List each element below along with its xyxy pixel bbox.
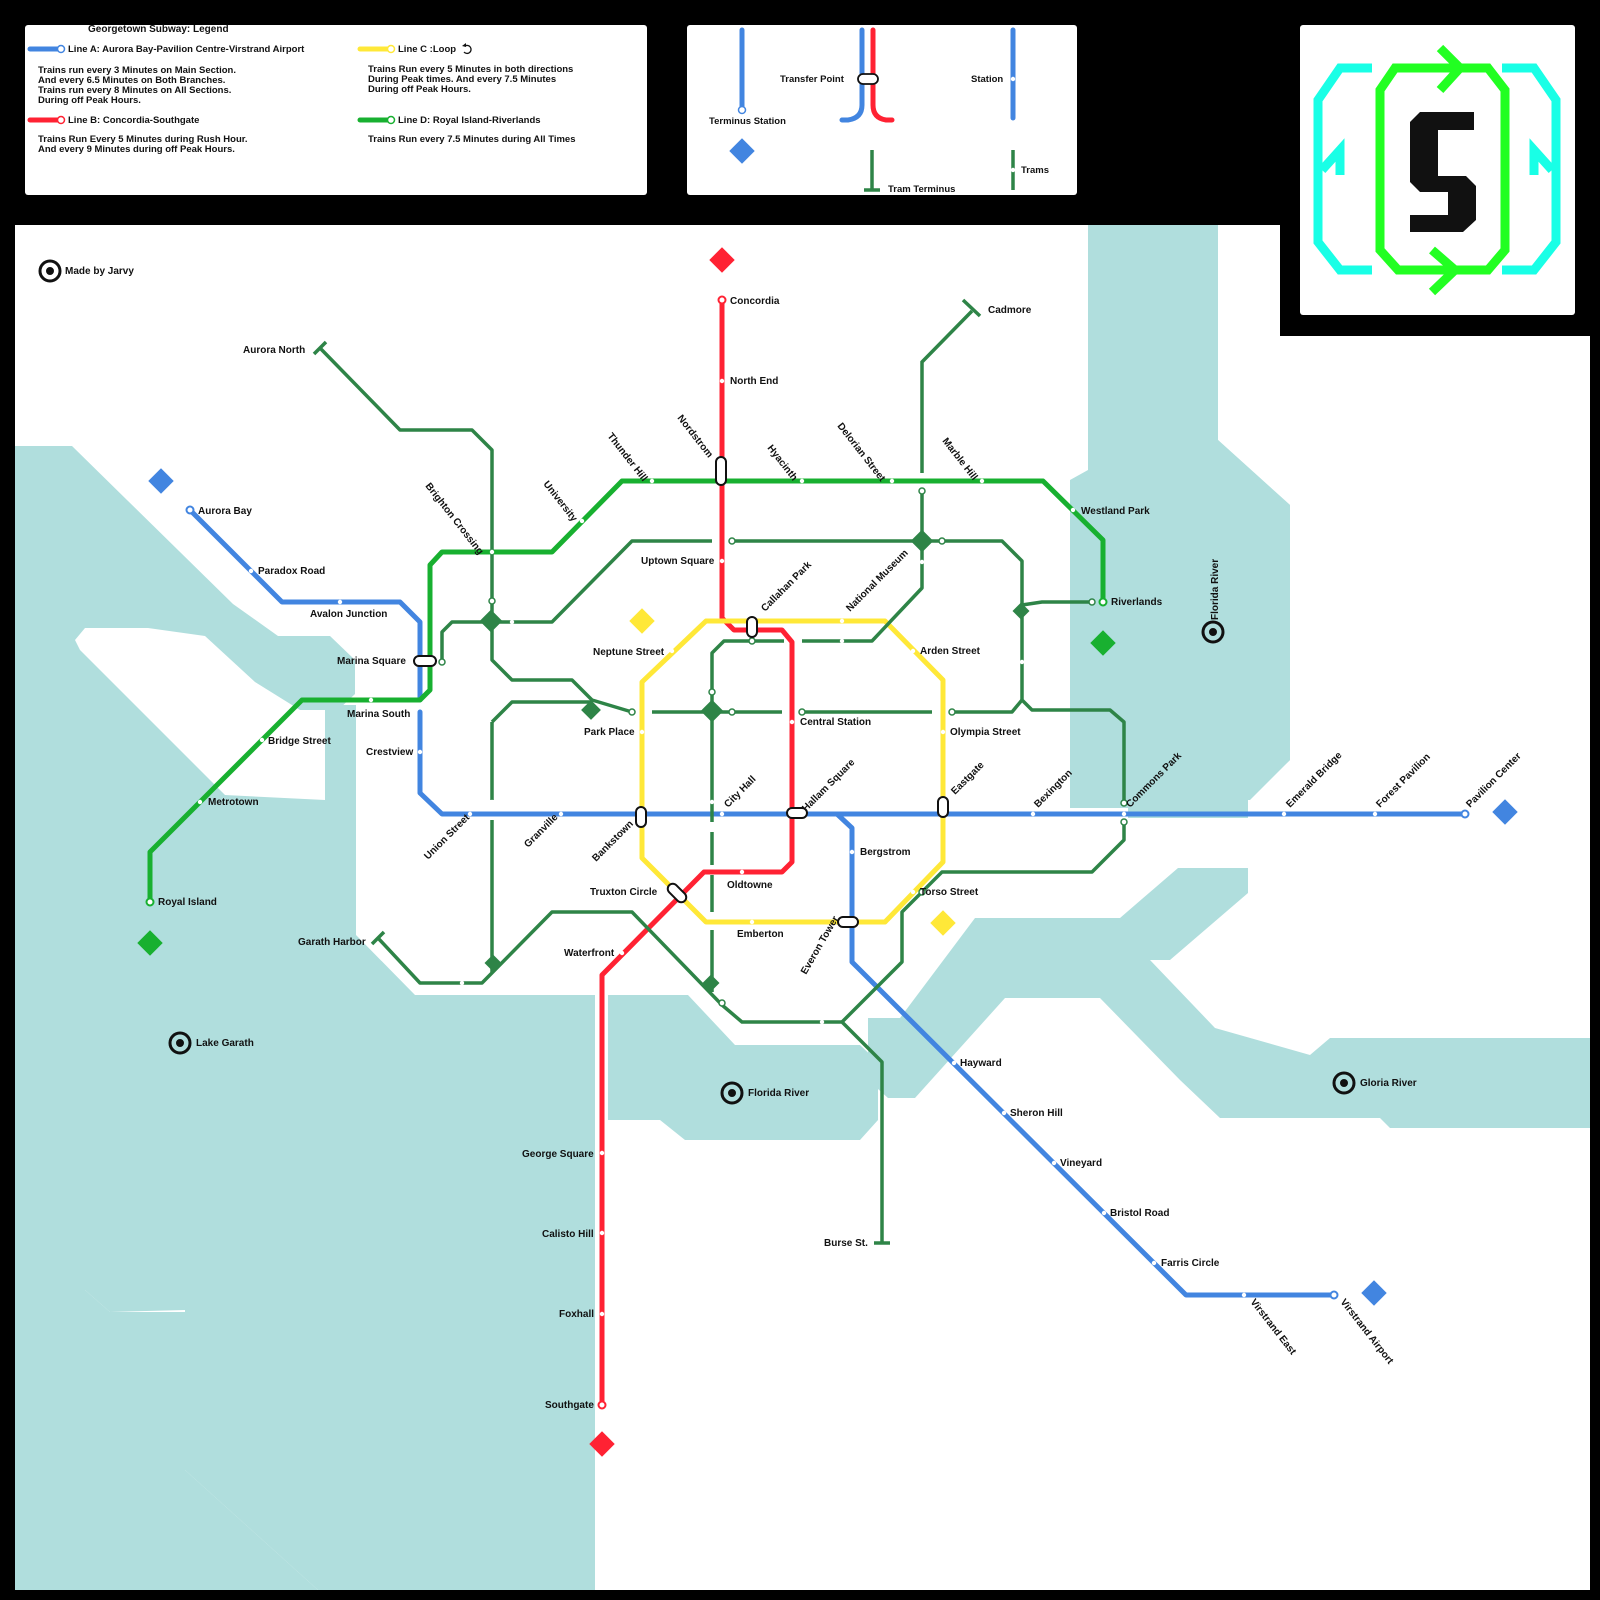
tram-burse-st[interactable]: Burse St. (824, 1238, 868, 1249)
station-arden-street[interactable]: Arden Street (920, 646, 981, 657)
target-icon (168, 1031, 192, 1055)
water-label-florida-river-ne: Florida River (1210, 559, 1221, 620)
station-riverlands[interactable]: Riverlands (1111, 597, 1163, 608)
symbol-legend-panel: Terminus Station Transfer Point Station … (687, 25, 1077, 195)
station-westland-park[interactable]: Westland Park (1081, 506, 1150, 517)
station-george-square[interactable]: George Square (522, 1149, 594, 1160)
line-b (599, 297, 795, 1408)
legend-line-a-name: Line A: Aurora Bay-Pavilion Centre-Virst… (68, 44, 305, 55)
legend-line-a-desc-4: During off Peak Hours. (38, 95, 141, 106)
legend-line-a-desc-3: Trains run every 8 Minutes on All Sectio… (38, 85, 231, 96)
tram-junctions (479, 529, 1030, 992)
tram-termini (312, 298, 982, 1245)
line-c (639, 618, 946, 925)
legend-tram-terminus-label: Tram Terminus (888, 184, 955, 195)
legend-line-c-desc-1: Trains Run every 5 Minutes in both direc… (368, 64, 573, 75)
legend-line-b-desc-1: Trains Run Every 5 Minutes during Rush H… (38, 134, 248, 145)
legend-panel: Georgetown Subway: Legend Line A: Aurora… (25, 24, 647, 195)
legend-terminus-label: Terminus Station (709, 116, 786, 127)
legend-trams-label: Trams (1021, 165, 1049, 176)
station-royal-island[interactable]: Royal Island (158, 897, 217, 908)
termini (145, 295, 1470, 1410)
water-label-gloria-river: Gloria River (1360, 1078, 1417, 1089)
transfer-points (413, 456, 949, 928)
legend-title: Georgetown Subway: Legend (88, 24, 229, 35)
station-uptown-square[interactable]: Uptown Square (641, 556, 715, 567)
station-calisto-hill[interactable]: Calisto Hill (542, 1229, 594, 1240)
legend-line-a-desc-1: Trains run every 3 Minutes on Main Secti… (38, 65, 236, 76)
target-icon (1201, 620, 1225, 644)
station-vineyard[interactable]: Vineyard (1060, 1158, 1102, 1169)
line-d (147, 478, 1106, 905)
station-oldtowne[interactable]: Oldtowne (727, 880, 773, 891)
tram-garath-harbor[interactable]: Garath Harbor (298, 937, 366, 948)
station-foxhall[interactable]: Foxhall (559, 1309, 594, 1320)
tram-hollow-stops (438, 487, 1128, 1007)
loop-icon (462, 43, 472, 55)
station-central-station[interactable]: Central Station (800, 717, 871, 728)
legend-line-b-name: Line B: Concordia-Southgate (68, 115, 199, 126)
station-waterfront[interactable]: Waterfront (564, 948, 615, 959)
station-metrotown[interactable]: Metrotown (208, 797, 259, 808)
station-dots (197, 378, 1378, 1317)
water-label-florida-river-s: Florida River (748, 1088, 809, 1099)
station-olympia-street[interactable]: Olympia Street (950, 727, 1021, 738)
poi-markers (38, 259, 1356, 1105)
legend-line-d-desc-1: Trains Run every 7.5 Minutes during All … (368, 134, 575, 145)
water-label-lake-garath: Lake Garath (196, 1038, 254, 1049)
station-neptune-street[interactable]: Neptune Street (593, 647, 665, 658)
station-farris-circle[interactable]: Farris Circle (1161, 1258, 1220, 1269)
station-bridge-street[interactable]: Bridge Street (268, 736, 331, 747)
station-marina-square[interactable]: Marina Square (337, 656, 406, 667)
station-crestview[interactable]: Crestview (366, 747, 413, 758)
legend-line-c-desc-3: During off Peak Hours. (368, 84, 471, 95)
target-icon (720, 1081, 744, 1105)
station-bergstrom[interactable]: Bergstrom (860, 847, 911, 858)
station-north-end[interactable]: North End (730, 376, 778, 387)
station-avalon-junction[interactable]: Avalon Junction (310, 609, 387, 620)
tram-aurora-north[interactable]: Aurora North (243, 345, 305, 356)
target-icon (38, 259, 62, 283)
station-paradox-road[interactable]: Paradox Road (258, 566, 325, 577)
station-marina-south[interactable]: Marina South (347, 709, 410, 720)
station-park-place[interactable]: Park Place (584, 727, 635, 738)
station-torso-street[interactable]: Torso Street (920, 887, 979, 898)
legend-transfer-label: Transfer Point (780, 74, 845, 85)
station-emberton[interactable]: Emberton (737, 929, 784, 940)
station-southgate[interactable]: Southgate (545, 1400, 594, 1411)
station-concordia[interactable]: Concordia (730, 296, 780, 307)
legend-line-d-name: Line D: Royal Island-Riverlands (398, 115, 541, 126)
legend-line-a-desc-2: And every 6.5 Minutes on Both Branches. (38, 75, 225, 86)
legend-line-c-name: Line C :Loop (398, 44, 456, 55)
tram-cadmore[interactable]: Cadmore (988, 305, 1032, 316)
credit-label: Made by Jarvy (65, 266, 134, 277)
water-bodies (15, 225, 1590, 1590)
station-hayward[interactable]: Hayward (960, 1058, 1002, 1069)
tram-network (318, 346, 1126, 1243)
legend-line-c-desc-2: During Peak times. And every 7.5 Minutes (368, 74, 556, 85)
legend-station-label: Station (971, 74, 1003, 85)
station-sheron-hill[interactable]: Sheron Hill (1010, 1108, 1063, 1119)
station-aurora-bay[interactable]: Aurora Bay (198, 506, 252, 517)
legend-line-b-desc-2: And every 9 Minutes during off Peak Hour… (38, 144, 235, 155)
target-icon (1332, 1071, 1356, 1095)
station-bristol-road[interactable]: Bristol Road (1110, 1208, 1169, 1219)
subway-logo (1300, 25, 1575, 315)
station-truxton-circle[interactable]: Truxton Circle (590, 887, 658, 898)
